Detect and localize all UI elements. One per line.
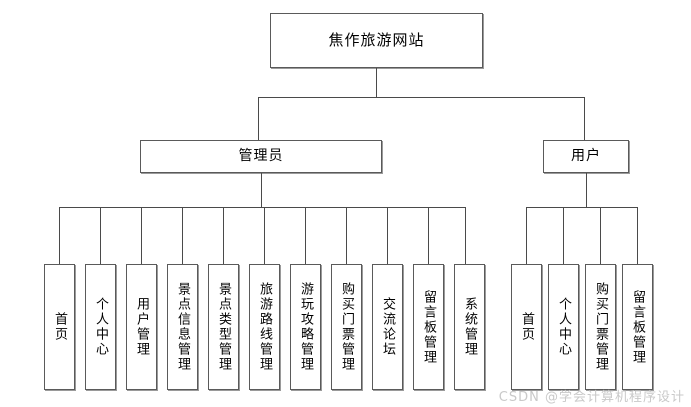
connector-user-stem (586, 173, 587, 207)
node-admin-leaf-2-label: 个人中心 (93, 297, 108, 357)
node-admin-leaf-7-label: 游玩攻略管理 (298, 282, 313, 372)
node-user-label: 用户 (571, 147, 601, 164)
node-admin-leaf-3-label: 用户管理 (134, 297, 149, 357)
node-admin-leaf-1: 首页 (44, 264, 75, 390)
connector-user-leaf-drop-1 (526, 207, 527, 264)
connector-user-bus (526, 207, 638, 208)
node-admin-leaf-11-label: 系统管理 (462, 297, 477, 357)
connector-admin-leaf-drop-9 (387, 207, 388, 264)
watermark-text: CSDN @学会计算机程序设计 (498, 390, 685, 405)
node-admin-leaf-5: 景点类型管理 (208, 264, 239, 390)
connector-admin-leaf-drop-3 (141, 207, 142, 264)
node-user-leaf-1: 首页 (511, 264, 542, 390)
connector-admin-leaf-drop-8 (346, 207, 347, 264)
node-user-leaf-4: 留言板管理 (622, 264, 653, 390)
connector-level2-bus (258, 97, 584, 98)
connector-user-leaf-drop-4 (637, 207, 638, 264)
node-admin-leaf-4-label: 景点信息管理 (175, 282, 190, 372)
connector-admin-leaf-drop-2 (100, 207, 101, 264)
node-user-leaf-3: 购买门票管理 (585, 264, 616, 390)
connector-drop-user (584, 97, 585, 140)
connector-user-leaf-drop-2 (563, 207, 564, 264)
node-admin-leaf-2: 个人中心 (85, 264, 116, 390)
node-admin-leaf-9-label: 交流论坛 (380, 297, 395, 357)
node-user: 用户 (543, 140, 629, 173)
node-admin-leaf-8-label: 购买门票管理 (339, 282, 354, 372)
connector-admin-leaf-drop-5 (223, 207, 224, 264)
node-user-leaf-2: 个人中心 (548, 264, 579, 390)
node-admin-leaf-11: 系统管理 (454, 264, 485, 390)
node-admin-leaf-6-label: 旅游路线管理 (257, 282, 272, 372)
node-admin-leaf-9: 交流论坛 (372, 264, 403, 390)
node-admin: 管理员 (140, 140, 382, 173)
connector-admin-leaf-drop-1 (59, 207, 60, 264)
node-admin-label: 管理员 (238, 147, 284, 164)
connector-admin-leaf-drop-4 (182, 207, 183, 264)
node-user-leaf-3-label: 购买门票管理 (593, 282, 608, 372)
connector-user-leaf-drop-3 (600, 207, 601, 264)
connector-drop-admin (258, 97, 259, 140)
node-admin-leaf-8: 购买门票管理 (331, 264, 362, 390)
connector-root-stem (376, 68, 377, 97)
connector-admin-leaf-drop-6 (264, 207, 265, 264)
node-user-leaf-4-label: 留言板管理 (630, 289, 645, 365)
connector-admin-leaf-drop-11 (465, 207, 466, 264)
connector-admin-leaf-drop-10 (428, 207, 429, 264)
node-user-leaf-1-label: 首页 (519, 312, 534, 342)
node-admin-leaf-5-label: 景点类型管理 (216, 282, 231, 372)
node-admin-leaf-10: 留言板管理 (413, 264, 444, 390)
connector-admin-bus (59, 207, 465, 208)
node-admin-leaf-6: 旅游路线管理 (249, 264, 280, 390)
connector-admin-stem (261, 173, 262, 207)
node-admin-leaf-4: 景点信息管理 (167, 264, 198, 390)
node-admin-leaf-7: 游玩攻略管理 (290, 264, 321, 390)
node-root-label: 焦作旅游网站 (328, 31, 425, 50)
node-admin-leaf-1-label: 首页 (52, 312, 67, 342)
node-root: 焦作旅游网站 (270, 13, 483, 68)
node-admin-leaf-10-label: 留言板管理 (421, 289, 436, 365)
node-admin-leaf-3: 用户管理 (126, 264, 157, 390)
connector-admin-leaf-drop-7 (305, 207, 306, 264)
node-user-leaf-2-label: 个人中心 (556, 297, 571, 357)
